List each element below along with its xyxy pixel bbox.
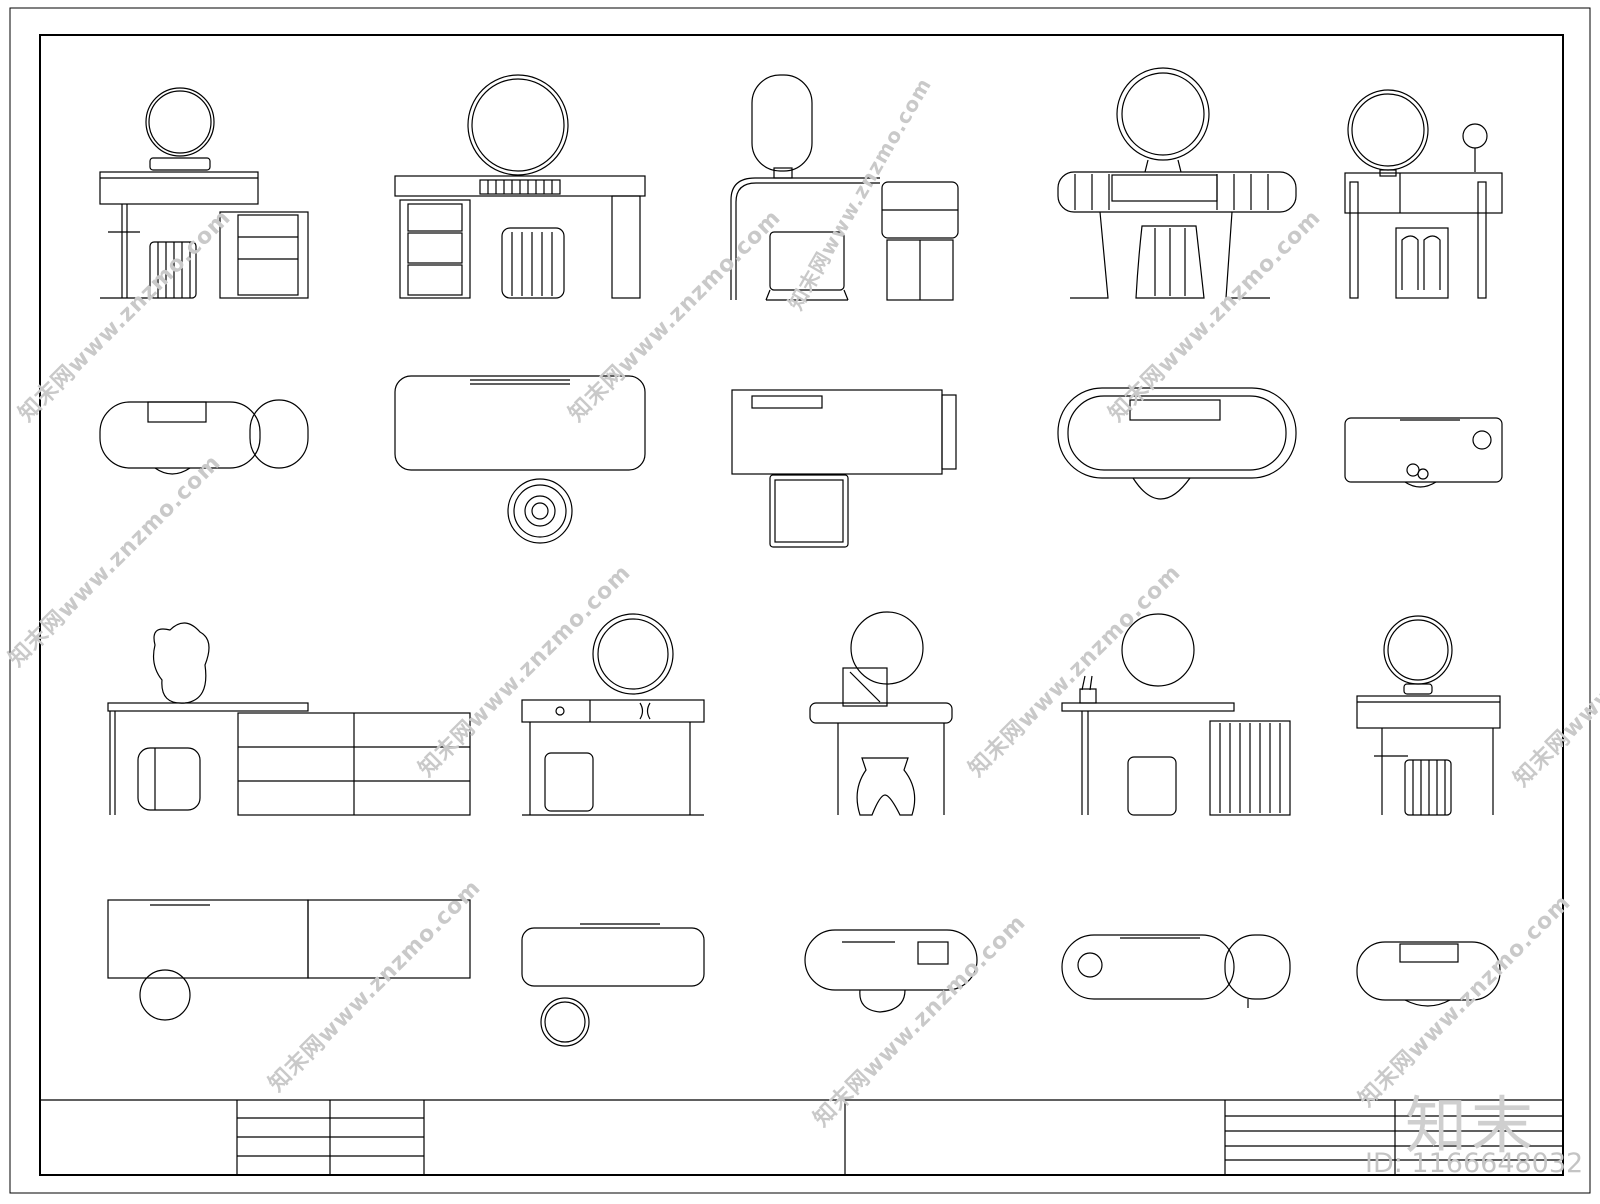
vanity-8-plan	[804, 929, 978, 1013]
drawing-frame	[39, 34, 1564, 1176]
vanity-1-elevation	[99, 87, 309, 299]
asset-id-label: ID: 1166648032	[1365, 1148, 1584, 1179]
vanity-7-elevation	[521, 613, 705, 816]
vanity-7-plan	[521, 923, 705, 1047]
outer-border	[9, 7, 1591, 1194]
vanity-3-elevation	[730, 74, 959, 301]
vanity-5-elevation	[1344, 89, 1503, 299]
vanity-6-elevation	[107, 622, 471, 816]
title-block	[40, 1099, 1563, 1175]
vanity-10-elevation	[1356, 615, 1501, 816]
vanity-4-elevation	[1057, 67, 1297, 299]
brand-logo: 知末	[1405, 1089, 1538, 1162]
vanity-4-plan	[1057, 387, 1297, 500]
vanity-5-plan	[1344, 417, 1503, 488]
vanity-6-plan	[107, 899, 471, 1021]
vanity-3-plan	[731, 389, 957, 548]
vanity-10-plan	[1356, 941, 1501, 1007]
vanity-9-elevation	[1061, 613, 1291, 816]
vanity-9-plan	[1061, 934, 1291, 1008]
vanity-2-plan	[394, 375, 646, 544]
vanity-8-elevation	[809, 611, 953, 816]
vanity-1-plan	[99, 399, 309, 475]
vanity-2-elevation	[394, 74, 646, 299]
